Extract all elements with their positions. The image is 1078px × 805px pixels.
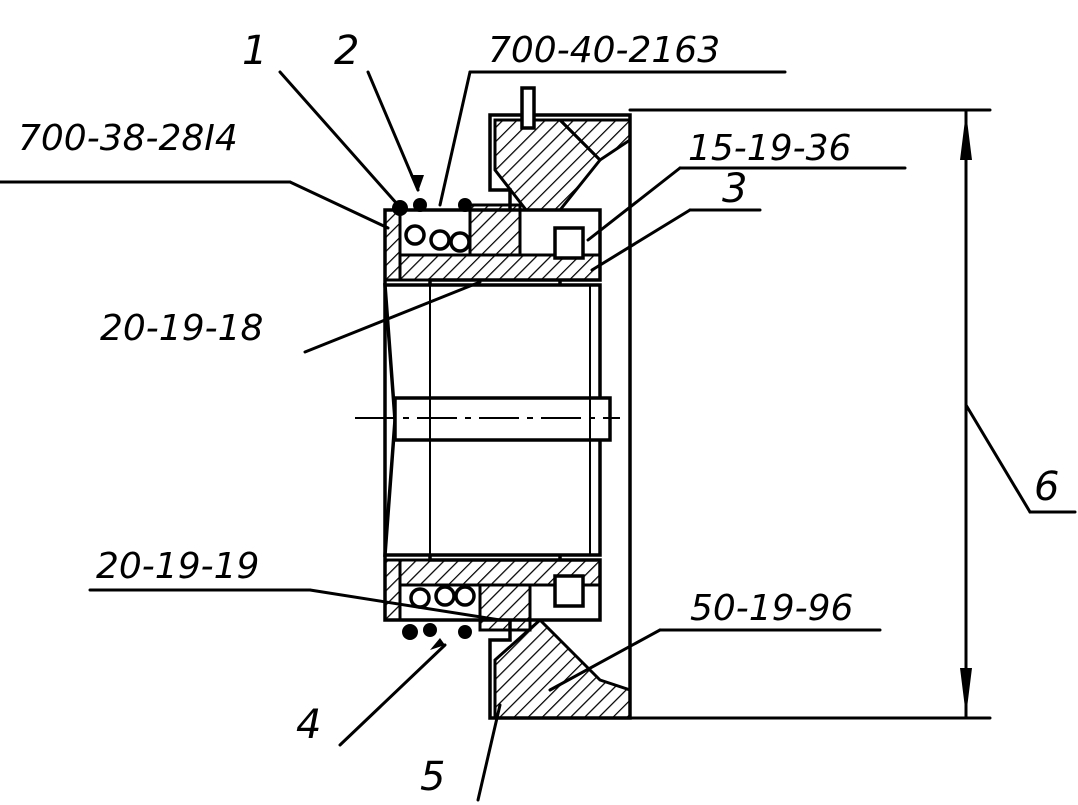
callout-4: 4 <box>296 702 321 748</box>
part-label-700-38-2814: 700-38-28I4 <box>18 118 238 159</box>
part-label-20-19-18: 20-19-18 <box>100 308 263 349</box>
part-label-50-19-96: 50-19-96 <box>690 588 853 629</box>
part-label-15-19-36: 15-19-36 <box>688 128 851 169</box>
callout-1: 1 <box>242 28 267 74</box>
dimension-line <box>628 108 1077 720</box>
leader-lines <box>0 70 907 802</box>
part-label-700-40-2163: 700-40-2163 <box>488 30 720 71</box>
callout-5: 5 <box>420 754 445 800</box>
callout-2: 2 <box>334 28 359 74</box>
callout-6: 6 <box>1034 464 1059 510</box>
callout-3: 3 <box>722 166 747 212</box>
shaft <box>355 283 620 557</box>
part-label-20-19-19: 20-19-19 <box>96 546 259 587</box>
